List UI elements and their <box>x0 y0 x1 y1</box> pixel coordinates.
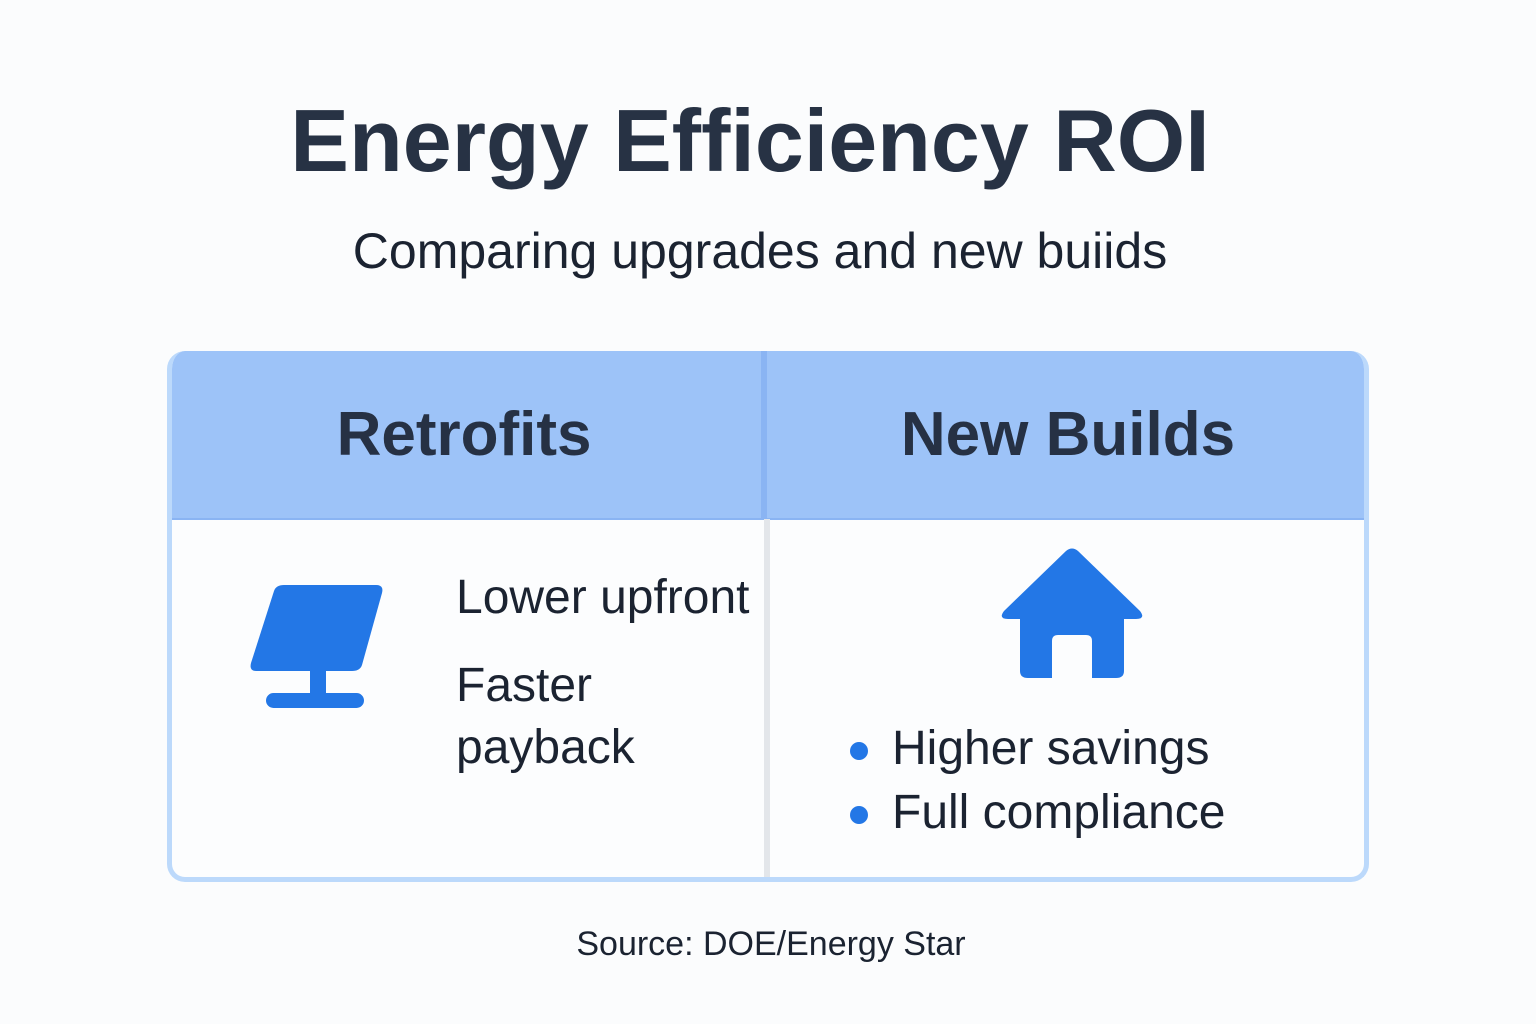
retrofits-column: Lower upfront Faster payback <box>172 519 764 877</box>
retrofits-points: Lower upfront Faster payback <box>456 567 756 805</box>
source-caption: Source: DOE/Energy Star <box>576 925 966 963</box>
page-subtitle: Comparing upgrades and new buiids <box>352 223 1168 279</box>
list-item: Higher savings <box>850 717 1225 781</box>
house-icon <box>1001 548 1143 678</box>
bullet-icon <box>850 742 868 760</box>
table-header: Retrofits New Builds <box>172 351 1364 520</box>
column-heading-retrofits: Retrofits <box>336 400 592 469</box>
column-divider <box>764 519 770 877</box>
new-builds-column: Higher savings Full compliance <box>770 519 1364 877</box>
list-item-text: Higher savings <box>892 722 1210 775</box>
solar-panel-icon <box>250 585 383 708</box>
new-builds-points: Higher savings Full compliance <box>850 717 1225 845</box>
header-divider <box>761 351 767 518</box>
list-item-text: Full compliance <box>892 786 1226 839</box>
bullet-icon <box>850 806 868 824</box>
list-item: Faster payback <box>456 659 635 774</box>
list-item: Full compliance <box>850 781 1225 845</box>
column-heading-new-builds: New Builds <box>900 400 1236 469</box>
comparison-table: Retrofits New Builds Lower upfront Faste… <box>167 351 1369 882</box>
list-item: Lower upfront <box>456 571 750 624</box>
page-title: Energy Efficiency ROI <box>290 91 1210 190</box>
